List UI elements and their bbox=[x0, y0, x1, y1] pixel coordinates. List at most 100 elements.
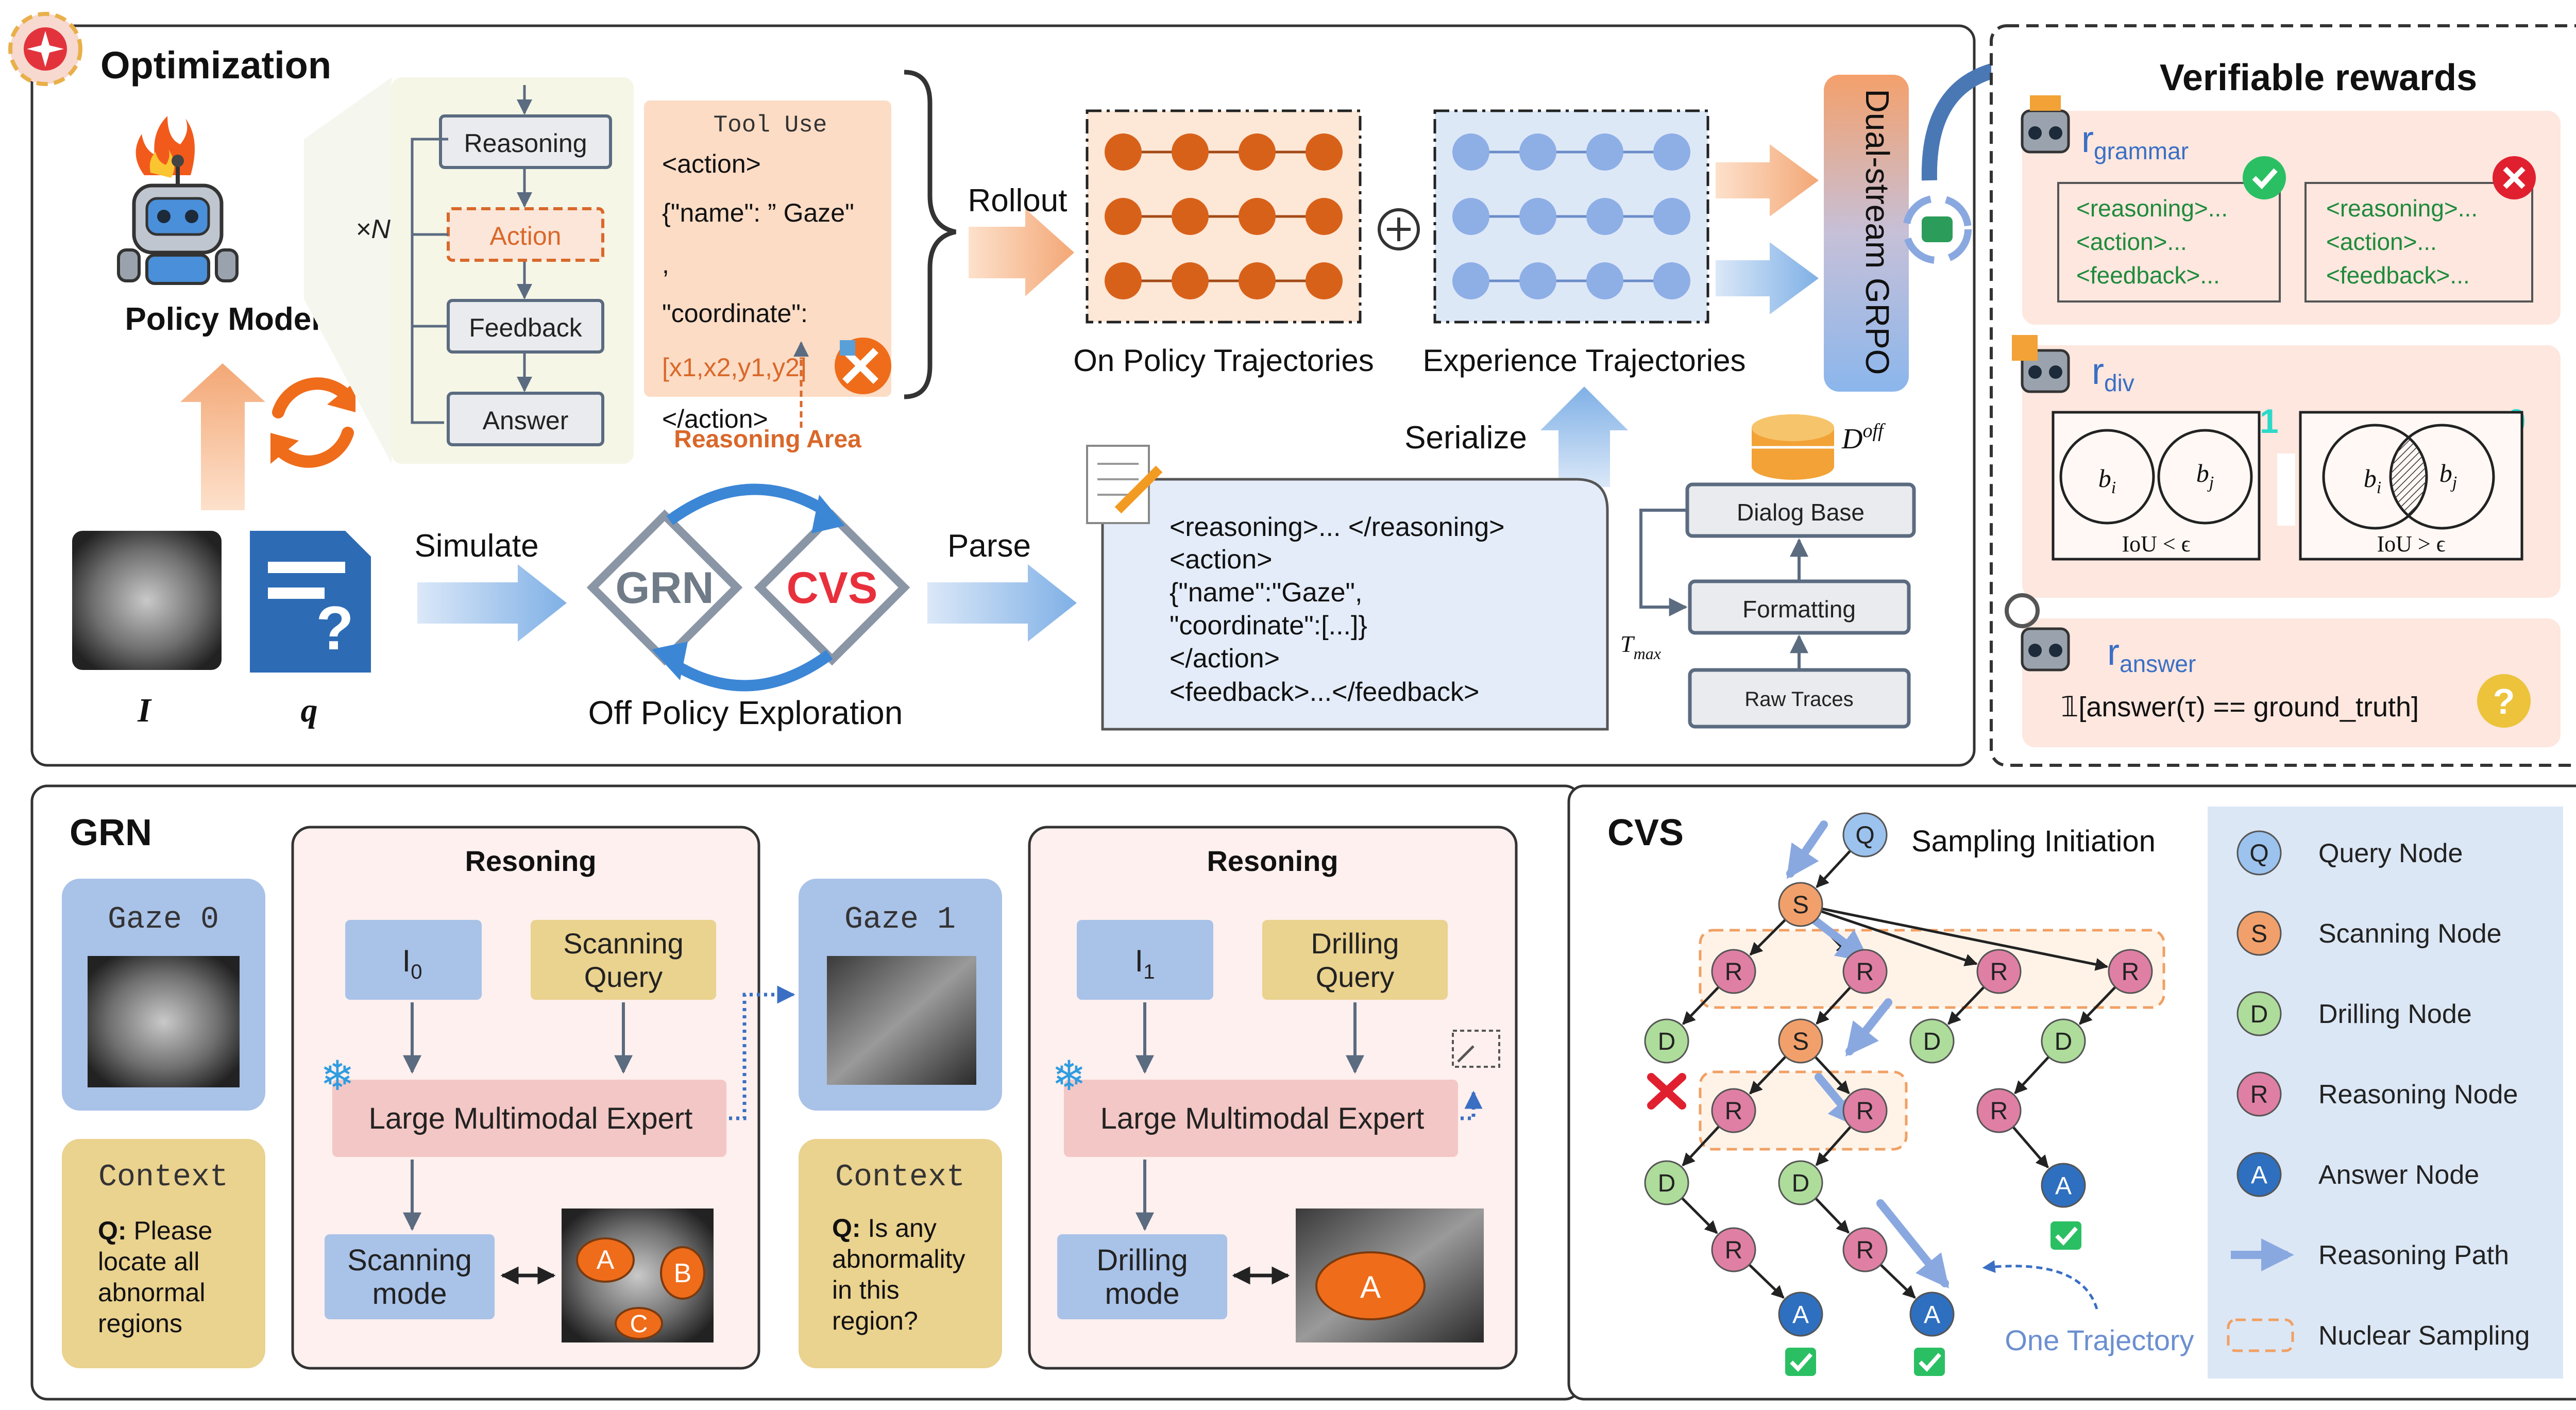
step-reasoning: Reasoning bbox=[439, 114, 612, 169]
simulate-arrow bbox=[417, 564, 567, 642]
svg-text:D: D bbox=[1658, 1028, 1676, 1055]
optimization-panel: Optimization Policy Model ×N bbox=[8, 12, 2048, 767]
legend-label: Reasoning Node bbox=[2318, 1080, 2518, 1110]
r-answer-label: ranswer bbox=[2107, 632, 2196, 677]
robot-icon bbox=[117, 116, 239, 285]
svg-text:?: ? bbox=[2493, 681, 2515, 721]
svg-text:A: A bbox=[1792, 1301, 1809, 1329]
cvs-panel: CVS Sampling Initiation One Trajectory Q… bbox=[1567, 784, 2576, 1401]
svg-text:bj: bj bbox=[2196, 459, 2214, 492]
one-trajectory-label: One Trajectory bbox=[2005, 1324, 2194, 1356]
database-icon bbox=[1752, 414, 1834, 480]
svg-text:R: R bbox=[1725, 1098, 1743, 1125]
cvs-edge bbox=[1815, 1197, 1850, 1234]
experience-label: Experience Trajectories bbox=[1423, 343, 1746, 378]
cvs-edge bbox=[1749, 1055, 1787, 1095]
experience-node bbox=[1452, 133, 1489, 171]
legend-item-r: R Reasoning Node bbox=[2236, 1071, 2518, 1117]
cvs-node-r7: R bbox=[1976, 1088, 2022, 1133]
cvs-edge bbox=[2012, 1126, 2049, 1169]
svg-text:Drilling: Drilling bbox=[1311, 927, 1399, 960]
serialize-arrow bbox=[1540, 387, 1628, 487]
experience-node bbox=[1653, 133, 1690, 171]
svg-text:Query: Query bbox=[584, 961, 663, 993]
experience-node bbox=[1452, 198, 1489, 235]
div-robot-icon bbox=[2012, 335, 2070, 393]
cvs-edge bbox=[1816, 986, 1852, 1025]
sampling-initiation-label: Sampling Initiation bbox=[1911, 825, 2156, 858]
experience-trajectories bbox=[1433, 109, 1709, 324]
query-label: q bbox=[301, 692, 318, 729]
expert-box-1 bbox=[1064, 1080, 1458, 1157]
optimization-logo-icon bbox=[8, 12, 82, 86]
check-icon bbox=[2243, 156, 2286, 199]
grpo-cycle-icon bbox=[1903, 195, 1972, 264]
cvs-node-r8: R bbox=[1711, 1227, 1756, 1272]
cvs-edge bbox=[2014, 1056, 2050, 1095]
experience-to-grpo-arrow bbox=[1716, 242, 1819, 314]
onpolicy-to-grpo-arrow bbox=[1716, 144, 1819, 216]
cvs-edge bbox=[1821, 907, 2109, 971]
cvs-node-s2: S bbox=[1778, 1018, 1823, 1064]
grpo-to-rewards-arrow bbox=[1921, 59, 2013, 181]
cvs-node-d4: D bbox=[1644, 1160, 1689, 1205]
cvs-edge bbox=[1815, 1126, 1852, 1166]
svg-text:Reasoning: Reasoning bbox=[464, 129, 587, 158]
svg-text:Action: Action bbox=[490, 222, 562, 250]
svg-text:S: S bbox=[1792, 892, 1809, 919]
drilling-query-box bbox=[1262, 920, 1448, 1000]
svg-text:Q: Is any: Q: Is any bbox=[832, 1214, 937, 1243]
svg-text:<action>: <action> bbox=[662, 149, 761, 178]
experience-node bbox=[1519, 262, 1556, 299]
on-policy-trajectories bbox=[1086, 109, 1362, 324]
reject-cross-icon bbox=[1647, 1073, 1686, 1110]
cvs-edge bbox=[1816, 850, 1852, 888]
cvs-edge bbox=[1879, 1264, 1916, 1299]
svg-text:R: R bbox=[2250, 1081, 2268, 1109]
experience-node bbox=[1653, 198, 1690, 235]
on-policy-node bbox=[1172, 262, 1209, 299]
svg-text:Q: Please: Q: Please bbox=[98, 1216, 212, 1245]
tool-use-title: Tool Use bbox=[714, 112, 827, 139]
cvs-node-a1: A bbox=[2041, 1163, 2086, 1208]
step-feedback: Feedback bbox=[447, 299, 604, 354]
xray-input-image bbox=[72, 531, 222, 670]
on-policy-node bbox=[1306, 133, 1343, 171]
svg-text:<feedback>...: <feedback>... bbox=[2326, 262, 2470, 289]
experience-node bbox=[1586, 133, 1623, 171]
svg-text:D: D bbox=[1792, 1170, 1810, 1197]
scanning-query-box bbox=[531, 920, 716, 1000]
cvs-edge bbox=[1820, 910, 1978, 966]
on-policy-node bbox=[1306, 198, 1343, 235]
experience-node bbox=[1519, 133, 1556, 171]
gaze0-xray-image bbox=[88, 956, 240, 1087]
svg-text:I0: I0 bbox=[402, 944, 422, 983]
on-policy-label: On Policy Trajectories bbox=[1073, 343, 1374, 378]
answer-card bbox=[2022, 618, 2561, 747]
svg-text:mode: mode bbox=[372, 1277, 447, 1311]
svg-text:A: A bbox=[2251, 1162, 2267, 1189]
svg-text:region?: region? bbox=[832, 1306, 918, 1335]
svg-text:bi: bi bbox=[2098, 464, 2116, 497]
cvs-node-r3: R bbox=[1976, 949, 2022, 994]
svg-text:IoU > ϵ: IoU > ϵ bbox=[2377, 531, 2445, 557]
cvs-node-d2: D bbox=[1909, 1018, 1955, 1064]
i1-box bbox=[1077, 920, 1213, 1000]
cvs-node-r4: R bbox=[2108, 949, 2153, 994]
tool-use-box: Tool Use <action> {"name": ” Gaze" , "co… bbox=[644, 100, 891, 453]
svg-text:{"name":"Gaze",: {"name":"Gaze", bbox=[1170, 578, 1362, 608]
svg-text:Formatting: Formatting bbox=[1742, 596, 1856, 623]
svg-text:[x1,x2,y1,y2]: [x1,x2,y1,y2] bbox=[662, 353, 807, 382]
svg-text:Context: Context bbox=[98, 1160, 228, 1195]
cvs-edge bbox=[1749, 918, 1787, 956]
svg-text:R: R bbox=[1856, 959, 1874, 986]
experience-node bbox=[1653, 262, 1690, 299]
legend-label: Query Node bbox=[2318, 838, 2463, 868]
step-action: Action bbox=[447, 207, 604, 262]
svg-text:<reasoning>...: <reasoning>... bbox=[2326, 195, 2478, 222]
rollout-brace bbox=[904, 70, 957, 399]
svg-text:"coordinate":: "coordinate": bbox=[662, 299, 808, 328]
on-policy-node bbox=[1105, 262, 1142, 299]
